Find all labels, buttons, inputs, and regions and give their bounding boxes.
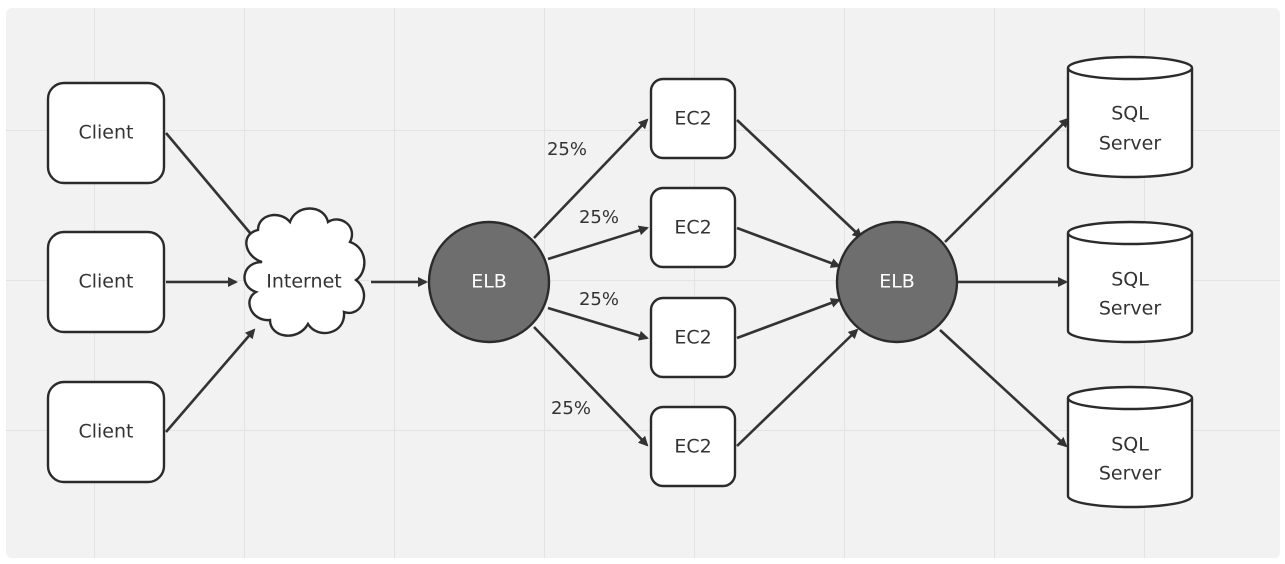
connectors bbox=[165, 117, 1070, 448]
ec2-label: EC2 bbox=[674, 436, 711, 458]
edge-ec2-4-elb bbox=[736, 328, 859, 447]
percent-label: 25% bbox=[579, 207, 619, 228]
ec2-label: EC2 bbox=[674, 327, 711, 349]
sql-server-node-1[interactable]: SQL Server bbox=[1066, 55, 1194, 179]
internet-label: Internet bbox=[266, 271, 341, 293]
elb-label: ELB bbox=[471, 271, 507, 293]
ec2-node-1[interactable]: EC2 bbox=[649, 77, 737, 160]
percent-label: 25% bbox=[547, 139, 587, 160]
sql-label-line2: Server bbox=[1099, 133, 1161, 155]
ec2-box bbox=[649, 296, 737, 379]
sql-label-line1: SQL bbox=[1111, 103, 1149, 125]
edge-elb-ec2-4 bbox=[533, 326, 649, 447]
database-icon bbox=[1066, 55, 1194, 179]
edge-elb-ec2-2 bbox=[547, 225, 649, 261]
elb-circle bbox=[427, 220, 551, 344]
cloud-icon bbox=[243, 207, 366, 337]
ec2-box bbox=[649, 186, 737, 269]
client-node-1[interactable]: Client bbox=[46, 81, 166, 185]
ec2-label: EC2 bbox=[674, 108, 711, 130]
client-node-3[interactable]: Client bbox=[46, 380, 166, 484]
edge-client3-internet bbox=[165, 328, 256, 433]
edge-ec2-3-elb bbox=[736, 298, 841, 340]
edge-elb-sql-1 bbox=[944, 117, 1070, 243]
database-icon bbox=[1066, 385, 1194, 509]
sql-server-node-3[interactable]: SQL Server bbox=[1066, 385, 1194, 509]
client-node-2[interactable]: Client bbox=[46, 230, 166, 334]
internet-cloud-node[interactable]: Internet bbox=[243, 207, 366, 337]
ec2-node-3[interactable]: EC2 bbox=[649, 296, 737, 379]
client-label: Client bbox=[78, 421, 133, 443]
edge-elb-ec2-1 bbox=[533, 118, 649, 239]
edge-ec2-2-elb bbox=[736, 226, 841, 268]
database-top-rim bbox=[1066, 67, 1194, 81]
ec2-label: EC2 bbox=[674, 217, 711, 239]
elb-circle bbox=[835, 220, 959, 344]
ec2-node-2[interactable]: EC2 bbox=[649, 186, 737, 269]
ec2-box bbox=[649, 77, 737, 160]
edge-elb-ec2-3 bbox=[547, 306, 649, 341]
sql-server-node-2[interactable]: SQL Server bbox=[1066, 220, 1194, 344]
sql-label-line2: Server bbox=[1099, 298, 1161, 320]
ec2-node-4[interactable]: EC2 bbox=[649, 405, 737, 488]
percent-label: 25% bbox=[551, 398, 591, 419]
database-icon bbox=[1066, 220, 1194, 344]
edge-ec2-1-elb bbox=[736, 119, 863, 239]
database-top-rim bbox=[1066, 232, 1194, 246]
client-box bbox=[46, 81, 166, 185]
client-label: Client bbox=[78, 122, 133, 144]
percent-label: 25% bbox=[579, 289, 619, 310]
elb-left-node[interactable]: ELB bbox=[427, 220, 551, 344]
ec2-box bbox=[649, 405, 737, 488]
edge-client1-internet bbox=[165, 132, 258, 242]
client-box bbox=[46, 380, 166, 484]
client-label: Client bbox=[78, 271, 133, 293]
sql-label-line2: Server bbox=[1099, 463, 1161, 485]
sql-label-line1: SQL bbox=[1111, 269, 1149, 291]
client-box bbox=[46, 230, 166, 334]
sql-label-line1: SQL bbox=[1111, 434, 1149, 456]
elb-label: ELB bbox=[879, 271, 915, 293]
elb-right-node[interactable]: ELB bbox=[835, 220, 959, 344]
database-top-rim bbox=[1066, 397, 1194, 411]
edge-elb-sql-3 bbox=[939, 329, 1068, 448]
